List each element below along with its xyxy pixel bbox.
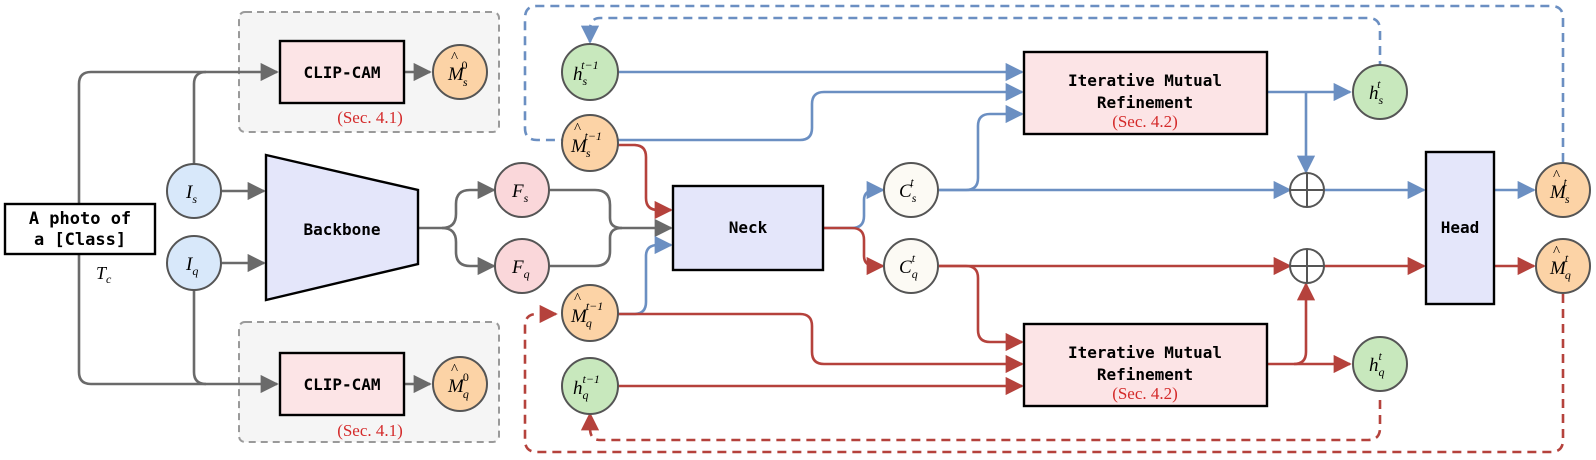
svg-text:Mst: Mst xyxy=(1549,175,1570,206)
clip-cam-top-label: CLIP-CAM xyxy=(303,63,380,82)
corr-support-node: Cst xyxy=(883,162,939,218)
arrow-ms-to-neck xyxy=(618,143,673,220)
svg-text:Mst−1: Mst−1 xyxy=(570,129,602,160)
loop-hidden-query-dashed xyxy=(580,400,1382,442)
arrow-backbone-to-fs xyxy=(418,180,496,230)
loop-query-dashed xyxy=(523,294,1565,454)
svg-text:^: ^ xyxy=(574,121,581,137)
loop-hidden-support-dashed xyxy=(580,16,1382,70)
arrow-mq-to-imr-bottom xyxy=(618,312,1024,374)
svg-text:Fs: Fs xyxy=(511,181,529,205)
arrow-neck-to-cq xyxy=(823,226,885,276)
svg-text:Cqt: Cqt xyxy=(899,251,918,281)
imr-bottom-line2: Refinement xyxy=(1097,365,1193,384)
arrow-cs-to-imr-top xyxy=(939,104,1024,192)
clip-cam-bottom-box: CLIP-CAM xyxy=(278,351,406,417)
hidden-prev-support-node: hst−1 xyxy=(561,43,619,101)
clip-cam-top-section: (Sec. 4.1) xyxy=(337,108,403,127)
text-prompt-line1: A photo of xyxy=(29,209,131,229)
plus-node-query xyxy=(1289,248,1325,284)
svg-text:Is: Is xyxy=(185,182,197,206)
input-query-node: Iq xyxy=(166,235,222,291)
svg-text:^: ^ xyxy=(451,362,458,378)
svg-text:Mq0: Mq0 xyxy=(447,370,469,401)
arrow-iq-to-clip-bottom xyxy=(192,290,207,386)
svg-text:Fq: Fq xyxy=(511,257,530,281)
mask-clip-query-node: Mq0 ^ xyxy=(432,356,488,412)
feature-query-node: Fq xyxy=(494,238,550,294)
arrow-cq-to-imr-bottom xyxy=(939,264,1024,352)
arrow-text-to-clip-top xyxy=(77,62,279,204)
imr-top-line1: Iterative Mutual xyxy=(1068,71,1222,90)
backbone-label: Backbone xyxy=(303,220,380,239)
backbone-block: Backbone xyxy=(264,153,420,302)
arrow-neck-to-cs xyxy=(823,180,885,230)
svg-text:Mqt−1: Mqt−1 xyxy=(570,299,603,330)
clip-cam-bottom-label: CLIP-CAM xyxy=(303,375,380,394)
arrow-text-to-clip-bottom xyxy=(77,252,279,394)
mask-clip-support-node: Ms0 ^ xyxy=(432,44,488,100)
svg-text:^: ^ xyxy=(1553,168,1560,184)
corr-query-node: Cqt xyxy=(883,238,939,294)
svg-text:Ms0: Ms0 xyxy=(447,58,468,89)
hidden-cur-support-node: hst xyxy=(1352,64,1408,120)
head-box: Head xyxy=(1424,150,1496,306)
svg-text:Iq: Iq xyxy=(185,254,198,278)
arrow-fq-to-neck xyxy=(550,226,623,268)
text-prompt-symbol: Tc xyxy=(96,263,112,286)
loop-support-dashed xyxy=(523,4,1565,162)
svg-text:^: ^ xyxy=(1553,244,1560,260)
svg-text:Mqt: Mqt xyxy=(1549,251,1571,282)
text-prompt-box: A photo of a [Class] xyxy=(3,202,157,256)
svg-text:hqt−1: hqt−1 xyxy=(573,372,600,402)
arrow-is-to-clip-top xyxy=(192,70,207,166)
imr-top-section: (Sec. 4.2) xyxy=(1112,112,1178,131)
output-support-node: Mst ^ xyxy=(1535,162,1591,218)
head-label: Head xyxy=(1441,218,1480,237)
imr-bottom-line1: Iterative Mutual xyxy=(1068,343,1222,362)
plus-node-support xyxy=(1289,172,1325,208)
text-prompt-line2: a [Class] xyxy=(34,230,126,250)
mask-prev-query-node: Mqt−1 ^ xyxy=(561,284,619,342)
mask-prev-support-node: Mst−1 ^ xyxy=(561,114,619,172)
imr-top-line2: Refinement xyxy=(1097,93,1193,112)
imr-top-box: Iterative Mutual Refinement (Sec. 4.2) xyxy=(1022,50,1269,136)
svg-text:hst−1: hst−1 xyxy=(573,58,599,88)
clip-cam-bottom-section: (Sec. 4.1) xyxy=(337,421,403,440)
input-support-node: Is xyxy=(166,163,222,219)
neck-label: Neck xyxy=(729,218,768,237)
arrow-mq-to-neck xyxy=(618,235,673,316)
hidden-prev-query-node: hqt−1 xyxy=(561,357,619,415)
svg-text:hst: hst xyxy=(1369,77,1384,107)
output-query-node: Mqt ^ xyxy=(1535,238,1591,294)
hidden-cur-query-node: hqt xyxy=(1352,336,1408,392)
svg-text:Cst: Cst xyxy=(899,175,917,205)
clip-cam-top-box: CLIP-CAM xyxy=(278,39,406,105)
imr-bottom-section: (Sec. 4.2) xyxy=(1112,384,1178,403)
arrow-imr-bottom-to-plus xyxy=(1293,282,1316,366)
imr-bottom-box: Iterative Mutual Refinement (Sec. 4.2) xyxy=(1022,322,1269,408)
feature-support-node: Fs xyxy=(494,162,550,218)
neck-box: Neck xyxy=(671,184,825,272)
svg-text:^: ^ xyxy=(451,50,458,66)
svg-text:^: ^ xyxy=(574,291,581,307)
arrow-backbone-to-fq xyxy=(441,226,496,276)
svg-text:hqt: hqt xyxy=(1369,349,1385,379)
arrow-ms-to-imr-top xyxy=(618,82,1024,142)
